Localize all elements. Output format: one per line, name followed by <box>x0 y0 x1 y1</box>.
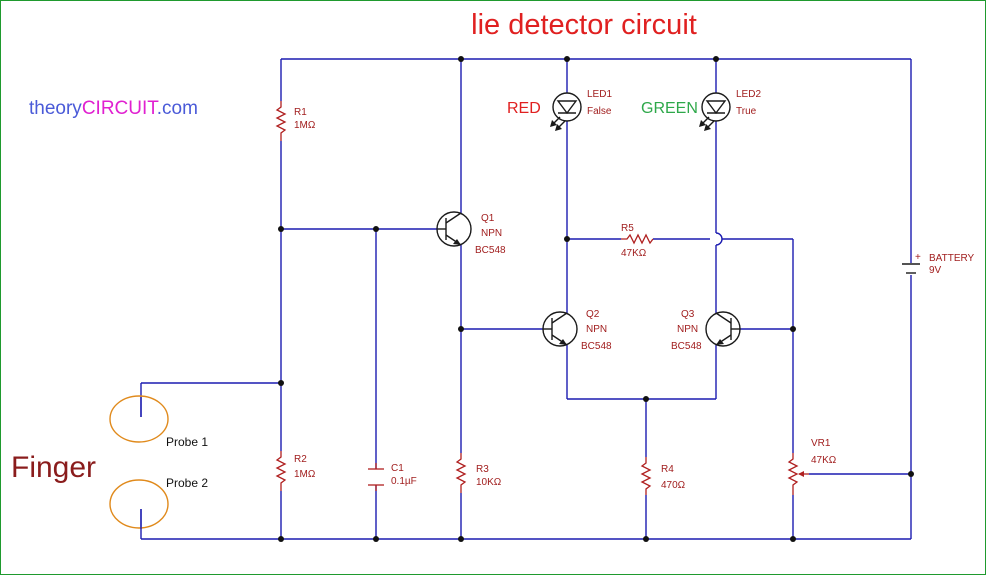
q2-part: BC548 <box>581 341 612 352</box>
r5-value: 47KΩ <box>621 248 647 259</box>
resistor-r3: R3 10KΩ <box>455 453 502 493</box>
probe-2: Probe 2 <box>109 476 208 529</box>
q1-ref: Q1 <box>481 213 495 224</box>
brand-logo: theoryCIRCUIT.com <box>29 98 198 119</box>
capacitor-c1: C1 0.1µF <box>368 463 417 491</box>
battery-value: 9V <box>929 265 942 276</box>
r3-value: 10KΩ <box>476 477 502 488</box>
battery: + BATTERY 9V <box>902 252 975 276</box>
led1: LED1 False RED <box>507 89 612 131</box>
probe-2-label: Probe 2 <box>166 476 208 490</box>
brand-suffix: .com <box>157 98 198 119</box>
finger-label: Finger <box>11 451 96 484</box>
transistor-q3: Q3 NPN BC548 <box>671 309 741 352</box>
led1-ref: LED1 <box>587 89 612 100</box>
r1-ref: R1 <box>294 107 307 118</box>
r2-ref: R2 <box>294 454 307 465</box>
q1-type: NPN <box>481 228 502 239</box>
battery-polarity: + <box>915 252 921 263</box>
resistor-r5: R5 47KΩ <box>621 223 654 259</box>
probe-1: Probe 1 <box>109 395 208 449</box>
r2-value: 1MΩ <box>294 469 316 480</box>
led2-value: True <box>736 106 757 117</box>
transistor-q2: Q2 NPN BC548 <box>542 309 612 352</box>
potentiometer-vr1: VR1 47KΩ <box>787 438 837 495</box>
resistor-r4: R4 470Ω <box>640 457 686 495</box>
led2-ref: LED2 <box>736 89 761 100</box>
battery-ref: BATTERY <box>929 253 975 264</box>
junctions <box>278 56 914 542</box>
brand-prefix: theory <box>29 98 82 119</box>
q2-type: NPN <box>586 324 607 335</box>
q1-part: BC548 <box>475 245 506 256</box>
vr1-ref: VR1 <box>811 438 831 449</box>
page-title: lie detector circuit <box>471 9 697 41</box>
r1-value: 1MΩ <box>294 120 316 131</box>
q3-part: BC548 <box>671 341 702 352</box>
r4-value: 470Ω <box>661 480 686 491</box>
r5-ref: R5 <box>621 223 634 234</box>
q3-ref: Q3 <box>681 309 695 320</box>
q3-type: NPN <box>677 324 698 335</box>
brand-highlight: CIRCUIT <box>82 98 159 119</box>
probe-1-label: Probe 1 <box>166 435 208 449</box>
r4-ref: R4 <box>661 464 674 475</box>
led2: LED2 True GREEN <box>641 89 761 131</box>
wires <box>140 58 912 540</box>
resistor-r1: R1 1MΩ <box>275 101 316 141</box>
resistor-r2: R2 1MΩ <box>275 451 316 491</box>
vr1-value: 47KΩ <box>811 455 837 466</box>
c1-value: 0.1µF <box>391 476 417 487</box>
green-indicator-label: GREEN <box>641 100 698 117</box>
transistor-q1: Q1 NPN BC548 <box>436 211 506 256</box>
led1-value: False <box>587 106 612 117</box>
r3-ref: R3 <box>476 464 489 475</box>
q2-ref: Q2 <box>586 309 600 320</box>
red-indicator-label: RED <box>507 100 541 117</box>
c1-ref: C1 <box>391 463 404 474</box>
